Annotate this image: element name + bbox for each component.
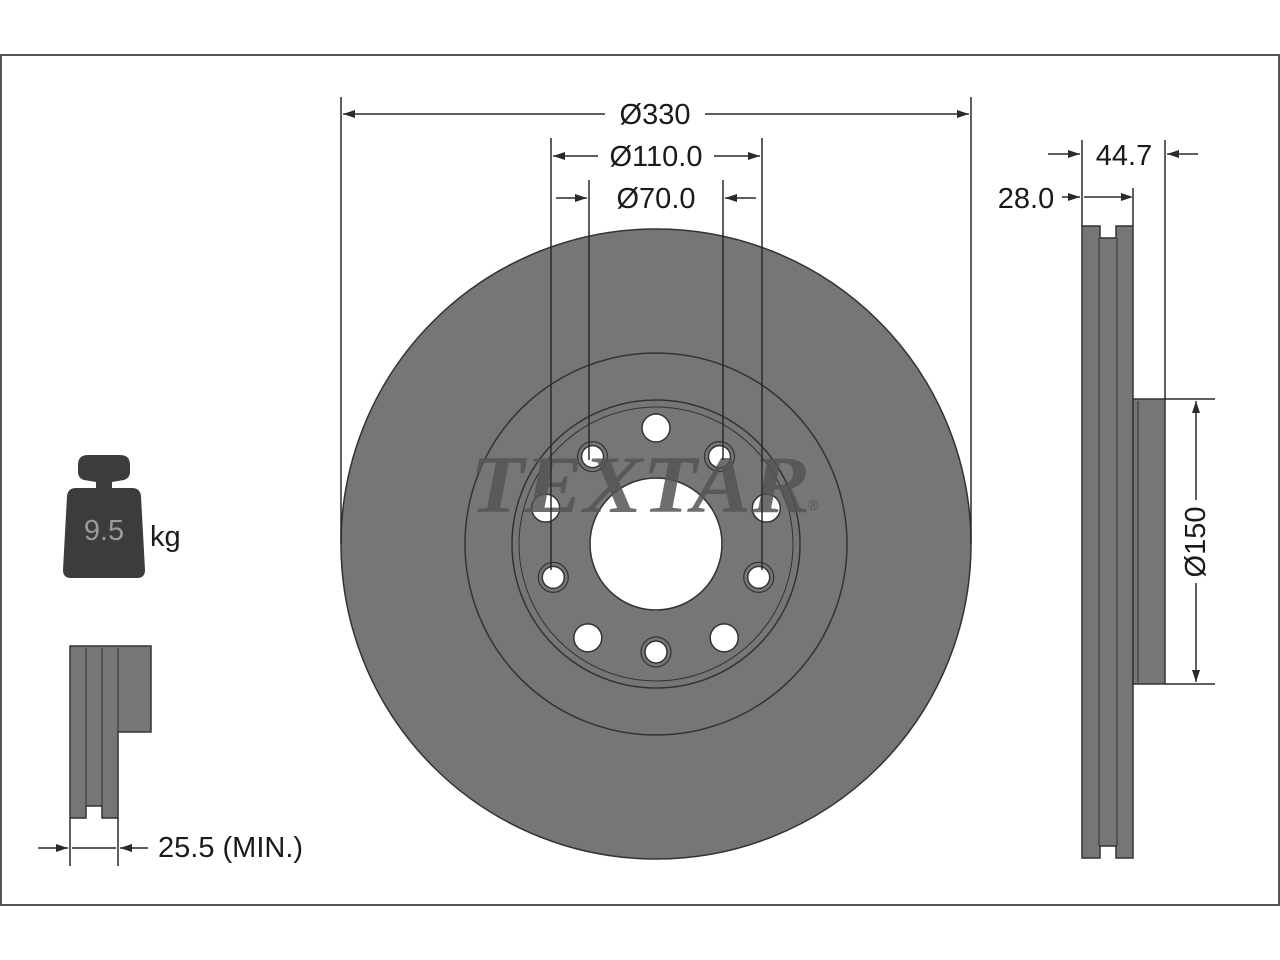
side-extension-lines [1081,140,1215,685]
bolt-hole [580,444,605,469]
lightening-hole [530,493,561,523]
hub-diameter-label: Ø150 [1180,507,1212,578]
bolt-hole-chamfer [537,561,569,593]
bolt-hole [541,565,566,590]
disc-outer [340,228,972,860]
weight-value: 9.5 [84,515,124,547]
bolt-hole-chamfer [576,441,609,473]
outer-diameter-label: Ø330 [620,99,691,131]
bolt-hole-chamfer [703,441,736,473]
min-thickness-section [69,645,152,819]
lightening-hole [751,493,782,523]
disc-side-view [1081,225,1166,859]
disc-front-view: TEXTAR ® [340,228,972,860]
bolt-hole-chamfer [743,561,775,593]
weight-unit: kg [150,521,181,553]
weight-icon [63,455,145,578]
min-thickness-label: 25.5 (MIN.) [158,832,303,864]
brand-logo: TEXTAR [470,439,810,530]
dimension-min-thickness [38,818,148,866]
lightening-hole [641,413,671,443]
bolt-hole [746,565,771,590]
drawing-frame [0,54,1280,906]
center-bore [589,477,723,611]
bolt-hole [707,444,732,469]
disc-friction-ring-edge [464,352,848,736]
lightening-hole [573,623,603,653]
total-height-label: 44.7 [1096,140,1152,172]
center-bore-label: Ø70.0 [617,183,696,215]
thickness-label: 28.0 [998,183,1054,215]
thickness-arrow-end [1121,193,1133,201]
brand-registered-mark: ® [808,497,819,513]
disc-hat-edge [511,399,801,689]
bolt-circle-label: Ø110.0 [610,141,703,173]
bolt-hole-chamfer [640,636,672,668]
lightening-hole [709,623,739,653]
bolt-hole [644,640,668,664]
extension-lines [340,97,972,570]
disc-hat-inner-edge [518,406,794,682]
bolt-holes [530,413,782,668]
